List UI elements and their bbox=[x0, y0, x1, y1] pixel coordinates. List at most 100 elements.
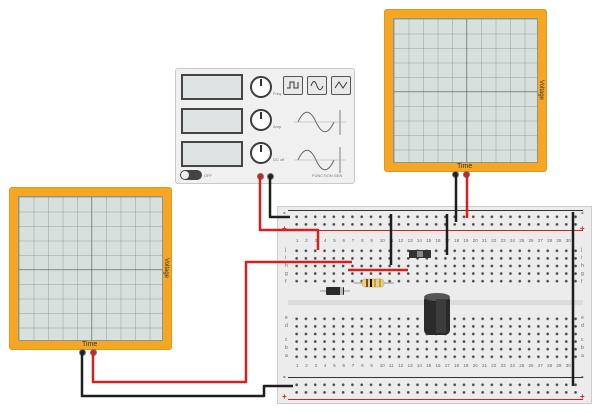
column-number: 30 bbox=[565, 363, 571, 368]
row-letter: d bbox=[285, 323, 288, 329]
bottom-positive-rail-line bbox=[288, 399, 583, 400]
column-number: 8 bbox=[361, 238, 364, 243]
knob-label: DC off bbox=[273, 157, 285, 162]
column-number: 3 bbox=[314, 363, 318, 368]
triangle-wave-icon bbox=[334, 81, 348, 89]
row-letter: f bbox=[285, 279, 287, 285]
row-letter: g bbox=[285, 271, 288, 277]
column-number: 20 bbox=[472, 363, 478, 368]
row-letter: b bbox=[285, 345, 288, 351]
column-number: 9 bbox=[370, 238, 373, 243]
amplitude-display bbox=[181, 108, 243, 134]
column-number: 30 bbox=[565, 238, 571, 243]
function-generator[interactable]: Freq Amp DC off OFF FUNCTION GEN bbox=[175, 68, 355, 184]
wire-fg-red bbox=[258, 177, 320, 250]
square-wave-button[interactable] bbox=[283, 76, 303, 95]
column-number: 10 bbox=[379, 363, 385, 368]
wire-scope-left-black bbox=[80, 353, 293, 398]
column-number: 13 bbox=[407, 238, 413, 243]
row-letter: e bbox=[581, 315, 584, 321]
column-number: 2 bbox=[305, 238, 308, 243]
column-number: 29 bbox=[556, 238, 562, 243]
rail-minus-symbol: - bbox=[283, 372, 286, 381]
knob-label: Amp bbox=[273, 124, 282, 129]
column-number: 14 bbox=[416, 363, 422, 368]
sine-wave-button[interactable] bbox=[307, 76, 327, 95]
row-letter: e bbox=[285, 315, 288, 321]
column-number: 6 bbox=[342, 238, 346, 243]
column-number: 4 bbox=[323, 363, 327, 368]
row-letter: f bbox=[581, 279, 583, 285]
oscilloscope-right[interactable]: Time Voltage bbox=[384, 9, 547, 172]
row-letter: j bbox=[285, 247, 287, 253]
column-number: 8 bbox=[361, 363, 364, 368]
square-wave-icon bbox=[287, 81, 299, 89]
row-letter: i bbox=[285, 255, 287, 261]
power-switch[interactable] bbox=[180, 170, 202, 180]
rail-plus-symbol: + bbox=[282, 392, 287, 401]
x-axis-label: Time bbox=[457, 163, 473, 170]
frequency-knob[interactable] bbox=[250, 76, 272, 98]
bottom-rail-holes bbox=[292, 381, 580, 395]
oscilloscope-left[interactable]: Time Voltage bbox=[9, 187, 172, 350]
power-label: OFF bbox=[204, 173, 212, 178]
column-number: 22 bbox=[491, 363, 497, 368]
column-number: 16 bbox=[435, 238, 441, 243]
wire-scope-left-red bbox=[91, 260, 352, 384]
column-number: 15 bbox=[426, 238, 432, 243]
column-number: 1 bbox=[296, 363, 299, 368]
column-number: 19 bbox=[463, 238, 469, 243]
rail-plus-symbol: + bbox=[580, 224, 585, 233]
x-axis-label: Time bbox=[82, 341, 98, 348]
top-negative-rail-line bbox=[288, 210, 583, 211]
row-letter: d bbox=[581, 323, 584, 329]
wire-fg-black bbox=[268, 177, 290, 219]
column-number: 13 bbox=[407, 363, 413, 368]
column-number: 23 bbox=[500, 238, 506, 243]
triangle-wave-button[interactable] bbox=[331, 76, 351, 95]
column-number: 7 bbox=[351, 363, 355, 368]
row-letter: a bbox=[285, 353, 288, 359]
column-number: 10 bbox=[379, 238, 385, 243]
rail-plus-symbol: + bbox=[282, 224, 287, 233]
amplitude-knob[interactable] bbox=[250, 109, 272, 131]
column-number: 22 bbox=[491, 238, 497, 243]
brand-text: FUNCTION GEN bbox=[312, 173, 343, 178]
column-number: 18 bbox=[454, 238, 460, 243]
row-letter: b bbox=[581, 345, 584, 351]
rail-minus-symbol: - bbox=[283, 208, 286, 217]
column-number: 24 bbox=[509, 363, 515, 368]
column-number: 17 bbox=[444, 363, 450, 368]
column-numbers-bottom: 1 2 3 4 5 6 7 8 9 10 11 12 13 14 15 16 1… bbox=[296, 363, 586, 370]
column-number: 9 bbox=[370, 363, 373, 368]
rail-minus-symbol: - bbox=[581, 372, 584, 381]
top-positive-rail-line bbox=[288, 230, 583, 231]
oscilloscope-screen bbox=[393, 18, 538, 163]
column-number: 7 bbox=[351, 238, 355, 243]
offset-knob[interactable] bbox=[250, 142, 272, 164]
diode bbox=[326, 287, 344, 295]
column-number: 21 bbox=[482, 363, 488, 368]
column-number: 27 bbox=[537, 238, 543, 243]
column-numbers-top: 1 2 3 4 5 6 7 8 9 10 11 12 13 14 15 16 1… bbox=[296, 238, 586, 245]
column-number: 21 bbox=[482, 238, 488, 243]
column-number: 27 bbox=[537, 363, 543, 368]
column-number: 28 bbox=[547, 363, 553, 368]
column-number: 2 bbox=[305, 363, 308, 368]
row-letter: j bbox=[581, 247, 583, 253]
breadboard[interactable]: + + - - 1 2 3 4 5 6 7 8 9 10 11 12 13 14… bbox=[277, 206, 592, 404]
column-number: 29 bbox=[556, 363, 562, 368]
column-number: 1 bbox=[296, 238, 299, 243]
frequency-display bbox=[181, 74, 243, 100]
knob-label: Freq bbox=[273, 91, 282, 96]
column-number: 26 bbox=[528, 238, 534, 243]
column-number: 15 bbox=[426, 363, 432, 368]
waveform-diagram-icon bbox=[294, 110, 346, 173]
column-number: 5 bbox=[333, 238, 336, 243]
column-number: 5 bbox=[333, 363, 336, 368]
column-number: 19 bbox=[463, 363, 469, 368]
column-number: 14 bbox=[416, 238, 422, 243]
sine-wave-icon bbox=[310, 81, 324, 91]
column-number: 25 bbox=[519, 363, 525, 368]
